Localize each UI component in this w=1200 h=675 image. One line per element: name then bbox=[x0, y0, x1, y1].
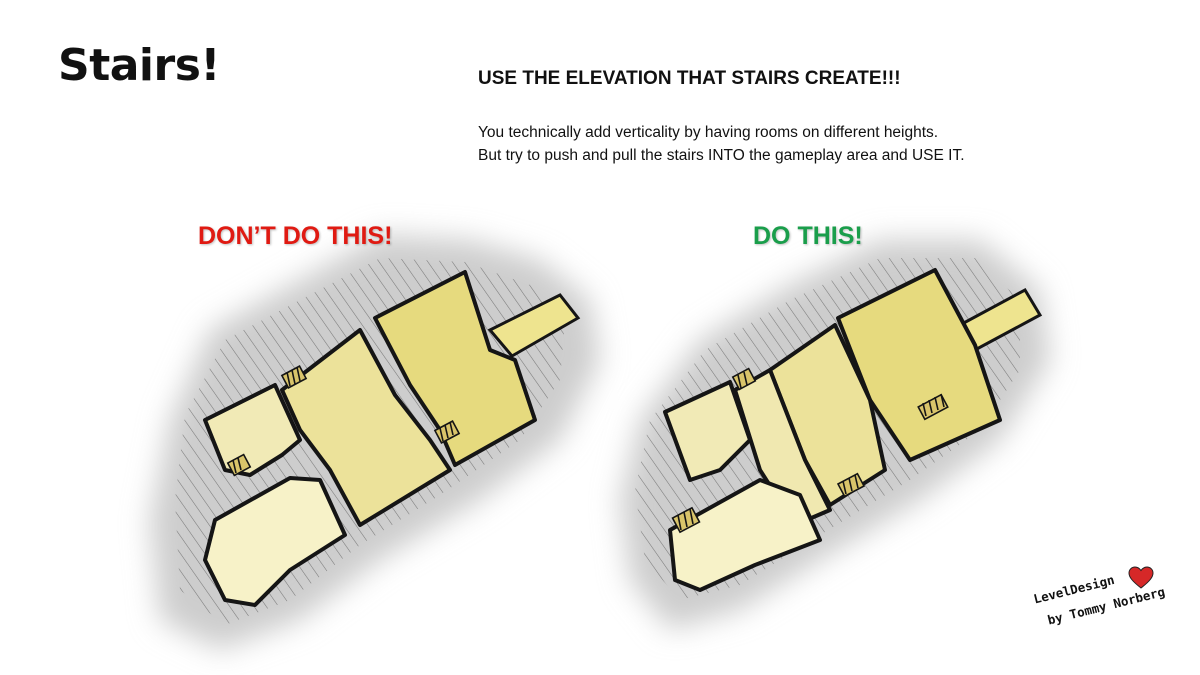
stairs-icon bbox=[836, 472, 866, 498]
stairs-icon bbox=[917, 393, 949, 421]
room-upper-left bbox=[663, 380, 752, 482]
exit-corridor bbox=[487, 293, 581, 358]
room-center bbox=[280, 328, 452, 527]
room-center-left bbox=[733, 368, 832, 527]
signature: LevelDesign by Tommy Norberg bbox=[1032, 572, 1166, 646]
body-text-line-1: You technically add verticality by havin… bbox=[478, 124, 939, 141]
stairs-icon bbox=[731, 367, 757, 391]
dont-label: DON’T DO THIS! bbox=[198, 222, 393, 250]
room-upper-right bbox=[373, 270, 537, 467]
stairs-icon bbox=[433, 420, 461, 444]
body-text-line-2: But try to push and pull the stairs INTO… bbox=[478, 147, 965, 164]
room-bottom bbox=[668, 478, 822, 592]
stairs-icon bbox=[671, 506, 701, 534]
heart-icon bbox=[1128, 566, 1154, 589]
room-bottom bbox=[203, 476, 347, 607]
stairs-icon bbox=[280, 365, 308, 389]
bad-example-floorplan bbox=[150, 235, 600, 650]
room-upper-left bbox=[203, 383, 302, 477]
headline: USE THE ELEVATION THAT STAIRS CREATE!!! bbox=[478, 68, 901, 89]
stairs-icon bbox=[226, 453, 252, 477]
do-label: DO THIS! bbox=[753, 222, 863, 250]
slide-title: Stairs! bbox=[58, 40, 220, 91]
good-example-floorplan bbox=[620, 240, 1050, 630]
